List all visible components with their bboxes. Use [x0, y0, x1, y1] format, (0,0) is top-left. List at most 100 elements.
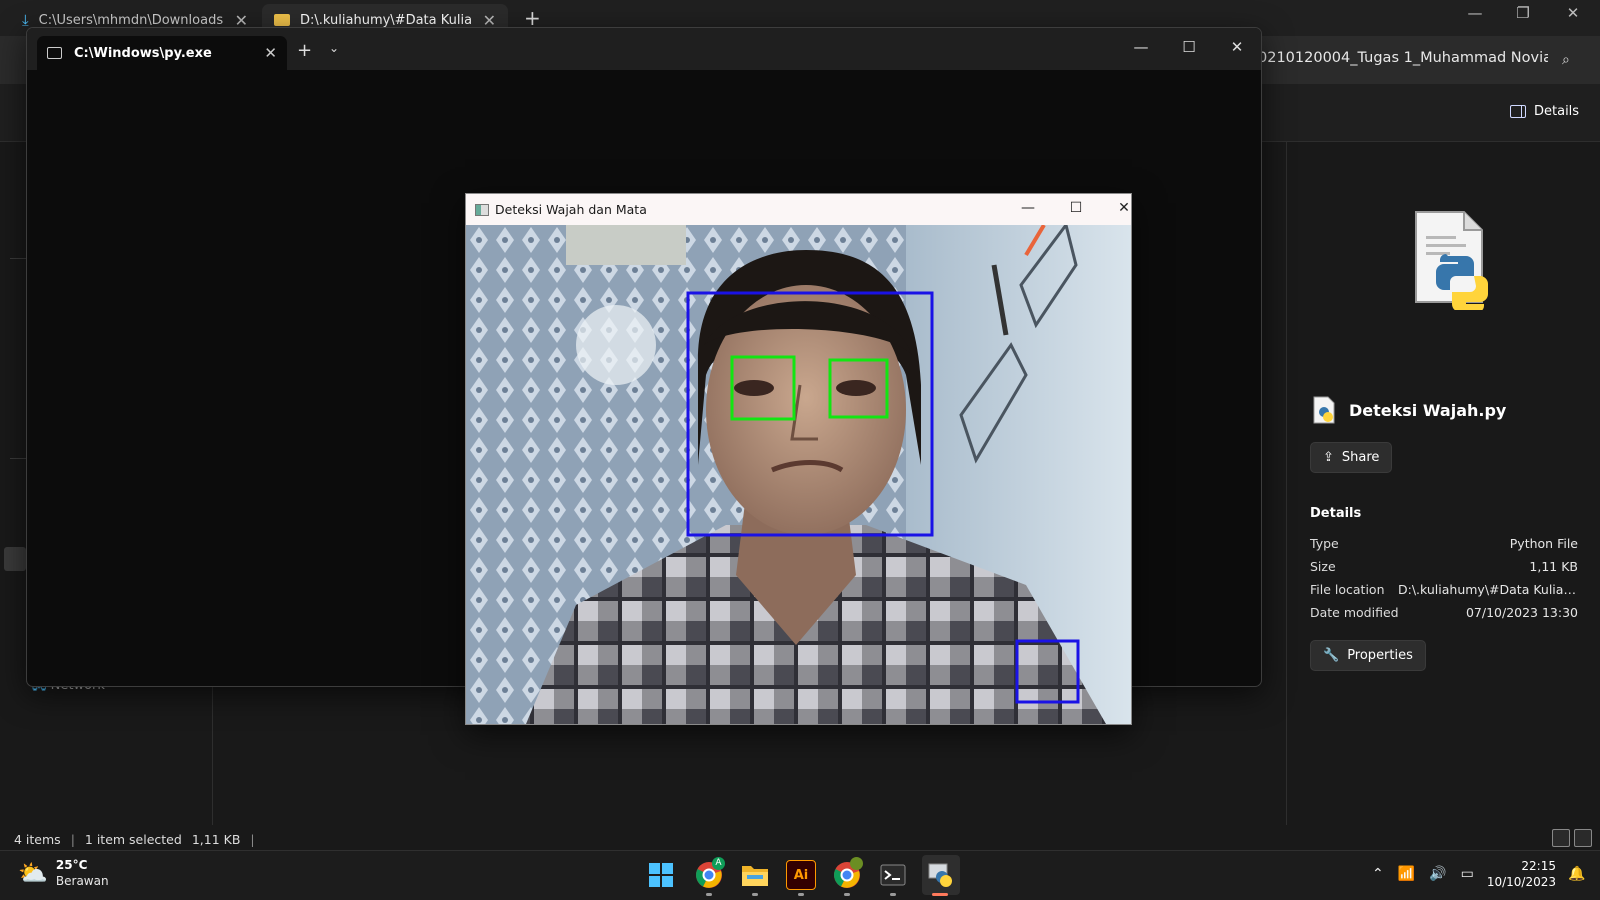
properties-button-label: Properties	[1347, 648, 1413, 663]
details-key: Type	[1310, 536, 1339, 551]
details-section-heading: Details	[1310, 506, 1362, 521]
running-indicator	[752, 893, 758, 896]
tiles-view-icon[interactable]	[1574, 829, 1592, 847]
details-file-name-row: Deteksi Wajah.py	[1313, 396, 1506, 424]
close-window-icon[interactable]: ✕	[1118, 200, 1130, 216]
new-tab-plus-icon[interactable]: +	[524, 6, 541, 30]
running-indicator	[844, 893, 850, 896]
details-value: D:\.kuliahumy\#Data Kuliah U...	[1398, 582, 1578, 597]
status-bar: 4 items | 1 item selected 1,11 KB |	[0, 828, 1600, 850]
details-pane-icon	[1510, 105, 1526, 118]
details-pane-button[interactable]: Details	[1510, 104, 1579, 119]
status-selected-size: 1,11 KB	[191, 831, 241, 847]
eye-detection-box-right	[828, 358, 889, 419]
details-row-date-modified: Date modified 07/10/2023 13:30	[1310, 605, 1578, 620]
wall-frame	[566, 225, 686, 265]
search-icon[interactable]: ⌕	[1562, 52, 1570, 68]
new-tab-plus-icon[interactable]: +	[297, 40, 313, 61]
details-file-name: Deteksi Wajah.py	[1349, 400, 1507, 420]
weather-widget[interactable]: ⛅ 25°C Berawan	[18, 857, 109, 889]
minimize-icon[interactable]: —	[1467, 4, 1483, 22]
restore-icon[interactable]: ❐	[1516, 4, 1530, 22]
running-indicator	[706, 893, 712, 896]
status-item-count: 4 items	[14, 831, 61, 847]
weather-description: Berawan	[55, 874, 109, 888]
right-eye	[836, 380, 876, 396]
speaker-icon[interactable]: 🔊	[1429, 866, 1447, 882]
details-key: Date modified	[1310, 605, 1399, 620]
opencv-app-icon	[475, 203, 489, 216]
nav-divider	[10, 458, 28, 459]
wall-diamond-frame	[959, 342, 1028, 464]
opencv-window[interactable]: Deteksi Wajah dan Mata — ☐ ✕	[465, 193, 1132, 725]
orange-item	[1024, 225, 1046, 257]
maximize-icon[interactable]: ☐	[1069, 200, 1083, 216]
details-view-icon[interactable]	[1552, 829, 1570, 847]
system-tray: ⌃ 📶 🔊 ▭	[1372, 866, 1474, 882]
illustrator-icon: Ai	[793, 867, 809, 883]
terminal-tab[interactable]: C:\Windows\py.exe ✕	[37, 36, 287, 70]
minimize-icon[interactable]: —	[1021, 200, 1035, 216]
status-separator: |	[250, 831, 255, 847]
close-icon[interactable]: ✕	[234, 10, 248, 30]
folder-icon	[742, 866, 768, 886]
light-glare	[576, 305, 656, 385]
start-button[interactable]	[646, 860, 676, 890]
address-bar-text[interactable]: 0210120004_Tugas 1_Muhammad Novian_D	[1258, 50, 1548, 66]
status-separator: |	[70, 831, 75, 847]
maximize-icon[interactable]: ☐	[1182, 38, 1196, 56]
neck	[736, 495, 856, 645]
nav-divider	[10, 258, 28, 259]
status-selected-count: 1 item selected	[84, 831, 182, 847]
details-button-label: Details	[1534, 104, 1580, 119]
clock-time: 22:15	[1521, 859, 1556, 873]
taskbar-python-active[interactable]	[922, 855, 960, 895]
notification-bell-icon[interactable]: 🔔	[1568, 866, 1586, 882]
details-row-location: File location D:\.kuliahumy\#Data Kuliah…	[1310, 582, 1578, 597]
details-row-type: Type Python File	[1310, 536, 1578, 551]
weather-temperature: 25°C	[55, 858, 88, 872]
terminal-titlebar: C:\Windows\py.exe ✕ + ⌄ — ☐ ✕	[27, 28, 1261, 70]
share-icon: ⇪	[1323, 450, 1334, 465]
clock-date: 10/10/2023	[1486, 875, 1556, 889]
terminal-icon	[880, 864, 906, 886]
python-icon	[928, 863, 952, 887]
hanging-strap	[991, 264, 1009, 336]
battery-icon[interactable]: ▭	[1460, 866, 1474, 882]
close-window-icon[interactable]: ✕	[1566, 4, 1580, 22]
taskbar-illustrator[interactable]: Ai	[786, 860, 816, 890]
view-toggle-group	[1552, 829, 1592, 847]
hairline	[704, 301, 912, 355]
wrench-icon: 🔧	[1323, 648, 1340, 663]
explorer-tab-downloads[interactable]: ⤓ C:\Users\mhmdn\Downloads ✕	[10, 4, 260, 36]
false-positive-face-box	[1015, 639, 1080, 704]
cloudy-sun-icon: ⛅	[18, 859, 48, 887]
taskbar-terminal[interactable]	[878, 860, 908, 890]
python-file-large-icon	[1415, 211, 1488, 310]
python-file-icon	[1313, 396, 1335, 424]
wall-diamond-frame	[1019, 225, 1078, 329]
running-indicator	[890, 893, 896, 896]
taskbar-file-explorer[interactable]	[740, 860, 770, 890]
details-value: 1,11 KB	[1529, 559, 1578, 574]
minimize-icon[interactable]: —	[1133, 38, 1149, 56]
close-icon[interactable]: ✕	[264, 44, 277, 62]
close-icon[interactable]: ✕	[482, 10, 496, 30]
chevron-up-icon[interactable]: ⌃	[1372, 866, 1384, 882]
taskbar-chrome-profile-b[interactable]	[832, 860, 862, 890]
properties-button[interactable]: 🔧 Properties	[1310, 640, 1426, 671]
chrome-icon	[834, 862, 860, 888]
share-button[interactable]: ⇪ Share	[1310, 442, 1393, 473]
close-window-icon[interactable]: ✕	[1230, 38, 1244, 56]
face-detection-box	[686, 291, 934, 537]
eye-detection-box-left	[730, 355, 796, 421]
nav-selected-item[interactable]	[4, 547, 26, 571]
wifi-icon[interactable]: 📶	[1397, 866, 1416, 882]
chevron-down-icon[interactable]: ⌄	[329, 41, 340, 55]
explorer-tab-label: D:\.kuliahumy\#Data Kuliah UI	[300, 12, 472, 28]
taskbar-chrome-profile-a[interactable]	[694, 860, 724, 890]
clock[interactable]: 22:15 10/10/2023	[1486, 858, 1556, 890]
chrome-icon	[696, 862, 722, 888]
details-key: File location	[1310, 582, 1385, 597]
details-key: Size	[1310, 559, 1336, 574]
